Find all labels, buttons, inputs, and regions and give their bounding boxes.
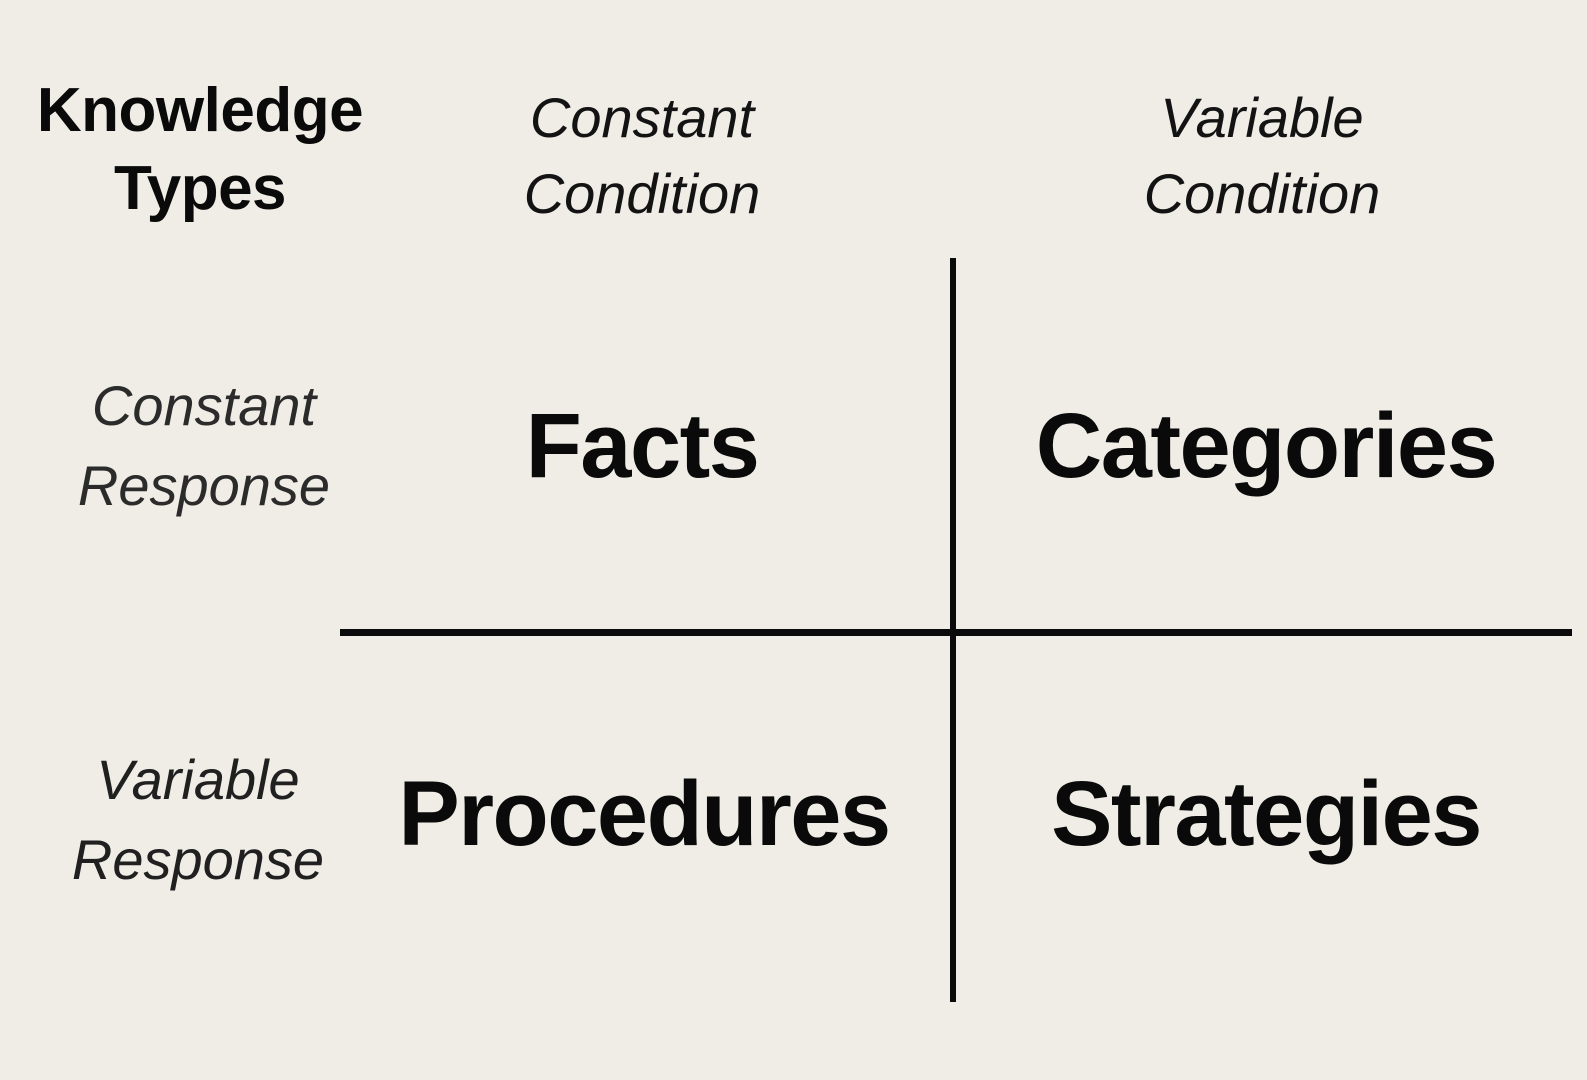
row-header-constant-response: Constant Response: [77, 374, 331, 517]
cell-strategies: Strategies: [1051, 763, 1482, 865]
cell-facts: Facts: [525, 395, 760, 497]
cell-categories: Categories: [1035, 395, 1498, 497]
row-header-variable-response: Variable Response: [71, 748, 325, 891]
column-header-variable-condition: Variable Condition: [1143, 86, 1381, 225]
column-header-constant-condition: Constant Condition: [523, 86, 761, 225]
horizontal-divider-line: [340, 629, 1572, 636]
matrix-corner-title: Knowledge Types: [36, 76, 364, 223]
cell-procedures: Procedures: [398, 763, 891, 865]
